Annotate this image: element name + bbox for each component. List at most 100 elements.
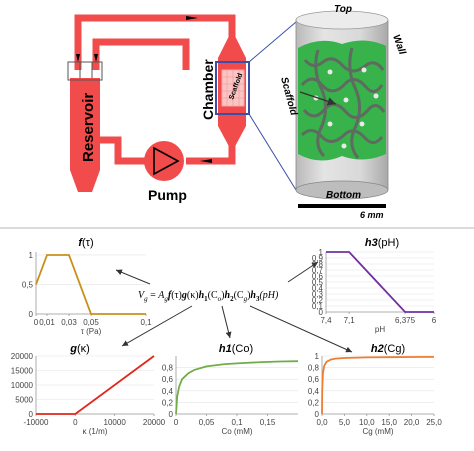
chart-h3-title: h3(pH) [365,237,399,249]
arrow-to-f [115,269,151,285]
chart-h3-ytick-label: 0,2 [312,296,324,305]
chart-g-ytick-label: 0 [29,410,34,419]
chart-h3-ytick-label: 0,6 [312,272,324,281]
chamber-label: Chamber [200,59,216,120]
tube-outflow [96,136,146,165]
chart-f-ytick-label: 0 [29,310,34,319]
chamber-window [215,61,250,115]
scaffold-pointer [299,91,337,106]
chart-h3-ytick-label: 0,5 [312,278,324,287]
chart-g-ytick-label: 5000 [15,396,33,405]
chart-h3-xtick-label: 7,1 [344,316,356,325]
chart-h3-xtick-label: 7,4 [320,316,332,325]
tube-return [74,14,236,70]
chart-h1-ytick-label: 0 [169,410,174,419]
arrow-to-g [121,305,193,347]
chart-h1-xtick-label: 0 [174,418,179,427]
chart-h1-title: h1(Co) [219,343,253,355]
chart-h3-ytick-label: 0,4 [312,284,324,293]
arrow-to-h2 [249,305,353,353]
top-label: Top [334,4,352,15]
scaffold-pores [313,67,379,149]
chart-h1-co: 0 0,2 0,4 0,6 0,8 0 0,05 0,1 0,15 Co (mM) h1(Co) [162,343,299,436]
chart-h3-ytick-label: 0,8 [312,260,324,269]
chart-g-title: g(κ) [69,343,90,355]
chart-f-ytick-label: 1 [29,251,34,260]
chart-f-title: f(τ) [78,237,93,249]
pump-label: Pump [148,187,187,203]
chart-h2-xtick-label: 10,0 [359,418,375,427]
chart-h3-xtick-label: 6 [432,316,437,325]
wall-label: Wall [390,33,407,56]
tube-pump-chamber [186,142,236,165]
chart-h2-title: h2(Cg) [371,343,405,355]
chart-h3-ytick-label: 0 [319,308,324,317]
chart-h1-ytick-label: 0,6 [162,375,174,384]
chart-g-xtick-label: -10000 [24,418,49,427]
chart-h2-ytick-label: 0 [315,410,320,419]
chart-h3-ytick-label: 1 [319,248,324,257]
chart-h2-ytick-label: 1 [315,352,320,361]
equation-arrows [115,261,353,353]
chart-h2-ytick-label: 0,8 [308,364,320,373]
chart-f-ytick-label: 0,5 [22,280,34,289]
chart-g-ytick-label: 15000 [11,367,34,376]
chart-g-ytick-label: 20000 [11,352,34,361]
reservoir-cap [67,61,103,81]
chart-f-xtick-label: 0,1 [140,318,152,327]
chart-h3-ytick-label: 0,7 [312,266,324,275]
chart-h1-xtick-label: 0,1 [231,418,243,427]
flow-arrow-reservoir-icon [76,54,80,62]
scaffold-struts [300,47,386,159]
chart-h1-xtick-label: 0,15 [260,418,276,427]
arrow-to-h3 [287,261,319,283]
chart-h3-ytick-label: 0,9 [312,254,324,263]
tube-inner [92,38,190,70]
chart-h1-xtick-label: 0,05 [199,418,215,427]
chart-h3-ytick-label: 0,3 [312,290,324,299]
bottom-label: Bottom [326,190,361,201]
chart-h3-xlabel: pH [375,325,385,334]
chart-f-xtick-label: 0,05 [83,318,99,327]
chart-h2-ytick-label: 0,2 [308,398,320,407]
chart-h2-ytick-label: 0,6 [308,375,320,384]
chart-h2-xtick-label: 15,0 [381,418,397,427]
scaffold-cylinder [295,10,389,200]
chart-h1-series-line [175,360,299,415]
scale-bar-label: 6 mm [360,210,384,220]
chart-h1-xlabel: Co (mM) [221,427,252,436]
chart-h2-series-line [321,356,435,415]
chart-f-xlabel: τ (Pa) [81,327,102,336]
chart-g-ytick-label: 10000 [11,381,34,390]
chart-h3-ytick-label: 0,1 [312,302,324,311]
chart-g-series-line [36,355,155,415]
chart-h2-xtick-label: 25,0 [426,418,442,427]
chart-f-xtick-label: 0 [34,318,39,327]
perfusion-circuit: Reservoir Pump Chamber Scaffold [67,14,250,203]
chart-g-xtick-label: 10000 [104,418,127,427]
chart-h2-xtick-label: 5,0 [339,418,351,427]
flow-arrow-bottom-icon [200,159,212,163]
chart-h1-ytick-label: 0,2 [162,398,174,407]
model-equation: Vg = Agf(τ)g(κ)h1(Co)h2(Cg)h3(pH) [138,290,279,303]
chart-h2-xlabel: Cg (mM) [362,427,393,436]
chart-h1-ytick-label: 0,4 [162,387,174,396]
zoom-line-bottom [248,113,297,191]
pump-symbol [153,146,180,176]
flow-arrow-top-icon [186,16,198,20]
flow-arrow-inner-icon [94,54,98,62]
chart-f-xtick-label: 0,03 [61,318,77,327]
reservoir-vessel [70,78,100,192]
chart-h2-xtick-label: 0,0 [316,418,328,427]
chart-f-series-line [35,254,146,315]
chart-h2-ytick-label: 0,4 [308,387,320,396]
chart-h1-ytick-label: 0,8 [162,364,174,373]
chart-h3-series-line [326,251,434,313]
chart-g-xtick-label: 0 [73,418,78,427]
